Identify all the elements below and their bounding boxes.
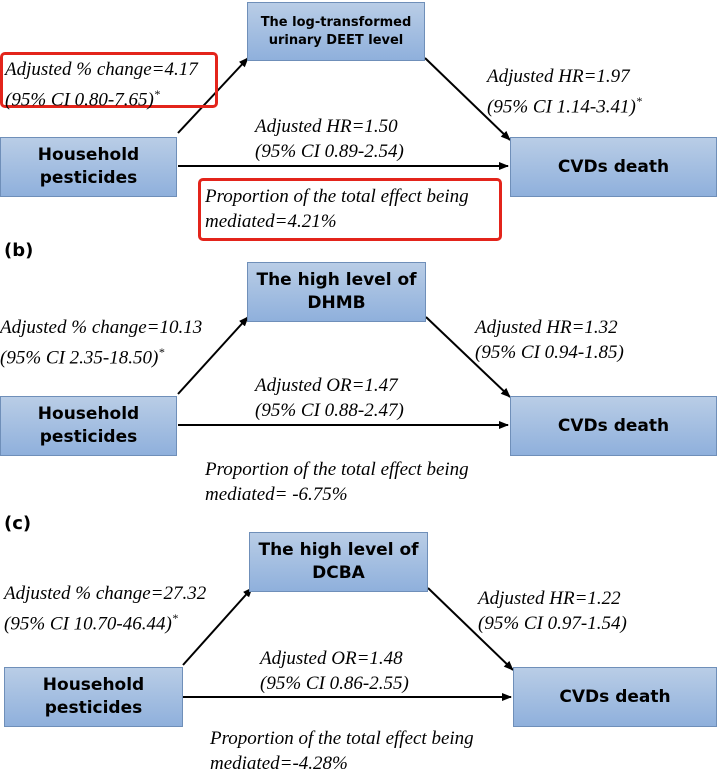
path-a-line-2: (95% CI 0.80-7.65) [5,89,154,111]
outcome-label: CVDs death [557,156,670,177]
significance-star: * [171,611,178,625]
path-b-line-2: (95% CI 1.14-3.41) [487,96,636,118]
outcome-label: CVDs death [557,415,670,436]
direct-line-2: (95% CI 0.86-2.55) [260,673,409,694]
direct-line-1: Adjusted OR=1.47 [255,375,398,396]
path-b-line-2: (95% CI 0.97-1.54) [478,613,627,634]
mediator-line-2: urinary DEET level [268,32,404,48]
path-a-annotation-a: Adjusted % change=4.17 (95% CI 0.80-7.65… [5,57,198,112]
direct-annotation-b: Adjusted OR=1.47 (95% CI 0.88-2.47) [255,373,404,423]
highlight-proportion-a [198,178,502,241]
proportion-annotation-b: Proportion of the total effect being med… [205,457,469,507]
path-b-line-1: Adjusted HR=1.97 [487,66,630,87]
path-b-line-1: Adjusted HR=1.32 [475,317,618,338]
proportion-line-1: Proportion of the total effect being [210,728,474,749]
direct-line-1: Adjusted HR=1.50 [255,116,398,137]
outcome-label: CVDs death [559,686,671,707]
significance-star: * [635,94,642,108]
arrow-b-exposure-mediator [177,316,249,395]
path-a-line-1: Adjusted % change=27.32 [4,583,207,604]
path-a-line-1: Adjusted % change=4.17 [5,59,198,80]
path-a-line-2: (95% CI 10.70-46.44) [4,613,172,635]
proportion-line-1: Proportion of the total effect being [205,186,469,207]
direct-line-2: (95% CI 0.88-2.47) [255,400,404,421]
exposure-line-2: pesticides [44,698,143,718]
direct-annotation-a: Adjusted HR=1.50 (95% CI 0.89-2.54) [255,114,404,164]
exposure-line-1: Household [42,675,145,696]
mediator-line-1: The high level of [258,540,419,561]
mediator-line-2: DCBA [312,563,365,583]
direct-line-2: (95% CI 0.89-2.54) [255,141,404,162]
path-b-line-1: Adjusted HR=1.22 [478,588,621,609]
path-b-annotation-b: Adjusted HR=1.32 (95% CI 0.94-1.85) [475,315,624,365]
exposure-line-2: pesticides [39,427,138,447]
path-a-line-2: (95% CI 2.35-18.50) [0,347,159,369]
proportion-line-1: Proportion of the total effect being [205,459,469,480]
mediator-line-2: DHMB [307,293,366,313]
path-b-annotation-a: Adjusted HR=1.97 (95% CI 1.14-3.41)* [487,64,642,119]
path-b-annotation-c: Adjusted HR=1.22 (95% CI 0.97-1.54) [478,586,627,636]
arrow-c-mediator-outcome [427,587,514,671]
panel-label-c: (c) [4,513,32,534]
proportion-line-2: mediated=-4.28% [210,753,348,774]
exposure-line-1: Household [37,145,140,166]
path-b-line-2: (95% CI 0.94-1.85) [475,342,624,363]
arrow-a-exposure-mediator [177,57,249,134]
significance-star: * [153,87,160,101]
path-a-annotation-c: Adjusted % change=27.32 (95% CI 10.70-46… [4,581,206,636]
panel-label-b: (b) [4,240,34,261]
mediator-box-a: The log-transformed urinary DEET level [247,2,425,61]
proportion-annotation-a: Proportion of the total effect being med… [205,184,469,234]
proportion-line-2: mediated=4.21% [205,211,337,232]
exposure-line-2: pesticides [39,168,138,188]
exposure-line-1: Household [37,404,140,425]
mediator-line-1: The high level of [256,270,417,291]
path-a-annotation-b: Adjusted % change=10.13 (95% CI 2.35-18.… [0,315,202,370]
direct-line-1: Adjusted OR=1.48 [260,648,403,669]
significance-star: * [158,345,165,359]
proportion-line-2: mediated= -6.75% [205,484,348,505]
proportion-annotation-c: Proportion of the total effect being med… [210,726,474,776]
outcome-box-c: CVDs death [513,667,717,727]
arrow-a-mediator-outcome [424,57,511,141]
highlight-path-a [0,52,218,108]
arrow-c-exposure-mediator [182,587,253,666]
direct-annotation-c: Adjusted OR=1.48 (95% CI 0.86-2.55) [260,646,409,696]
arrow-b-mediator-outcome [425,316,511,398]
path-a-line-1: Adjusted % change=10.13 [0,317,203,338]
outcome-box-a: CVDs death [510,137,717,197]
mediator-line-1: The log-transformed [260,14,412,30]
outcome-box-b: CVDs death [510,396,717,456]
